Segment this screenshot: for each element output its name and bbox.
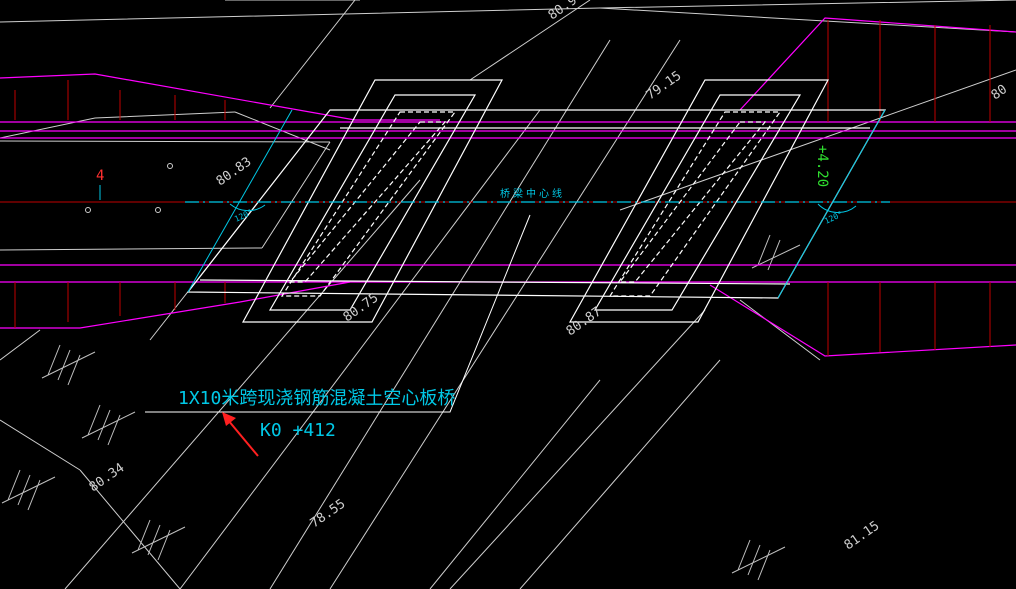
skew-angle-right: 120°	[817, 203, 857, 226]
elevation-label: 80.9	[546, 0, 580, 23]
skew-angle-left: 120°	[229, 203, 266, 224]
skew-lines	[187, 109, 886, 299]
elevation-label: 80.34	[87, 460, 128, 495]
skew-angle-right-label: 120°	[823, 210, 844, 226]
elevation-points	[85, 163, 173, 213]
right-abutment	[568, 79, 830, 323]
elevation-label: 79.15	[644, 69, 685, 104]
terrain-hatch-symbols	[1, 234, 801, 581]
red-arrow-icon	[222, 412, 259, 457]
dimension-label: +4.20	[814, 145, 830, 187]
elevation-labels: 80.9 79.15 80 80.83 80.75 80.87 80.34 78…	[87, 0, 1010, 553]
left-abutment	[241, 79, 504, 323]
station-tick-lines	[0, 20, 1016, 356]
bridge-title: 1X10米跨现浇钢筋混凝土空心板桥	[178, 388, 455, 409]
title-leader	[145, 214, 531, 413]
station-label: K0 +412	[260, 420, 336, 441]
centerline-label: 桥梁中心线	[500, 187, 565, 200]
elevation-label: 78.55	[308, 497, 349, 532]
elevation-label: 81.15	[842, 519, 883, 554]
red-marker: 4	[96, 168, 104, 200]
red-marker-label: 4	[96, 168, 104, 184]
elevation-label: 80	[989, 82, 1010, 103]
road-edge-lines	[0, 17, 1016, 357]
elevation-label: 80.83	[214, 155, 255, 190]
elevation-label: 80.75	[341, 291, 382, 326]
